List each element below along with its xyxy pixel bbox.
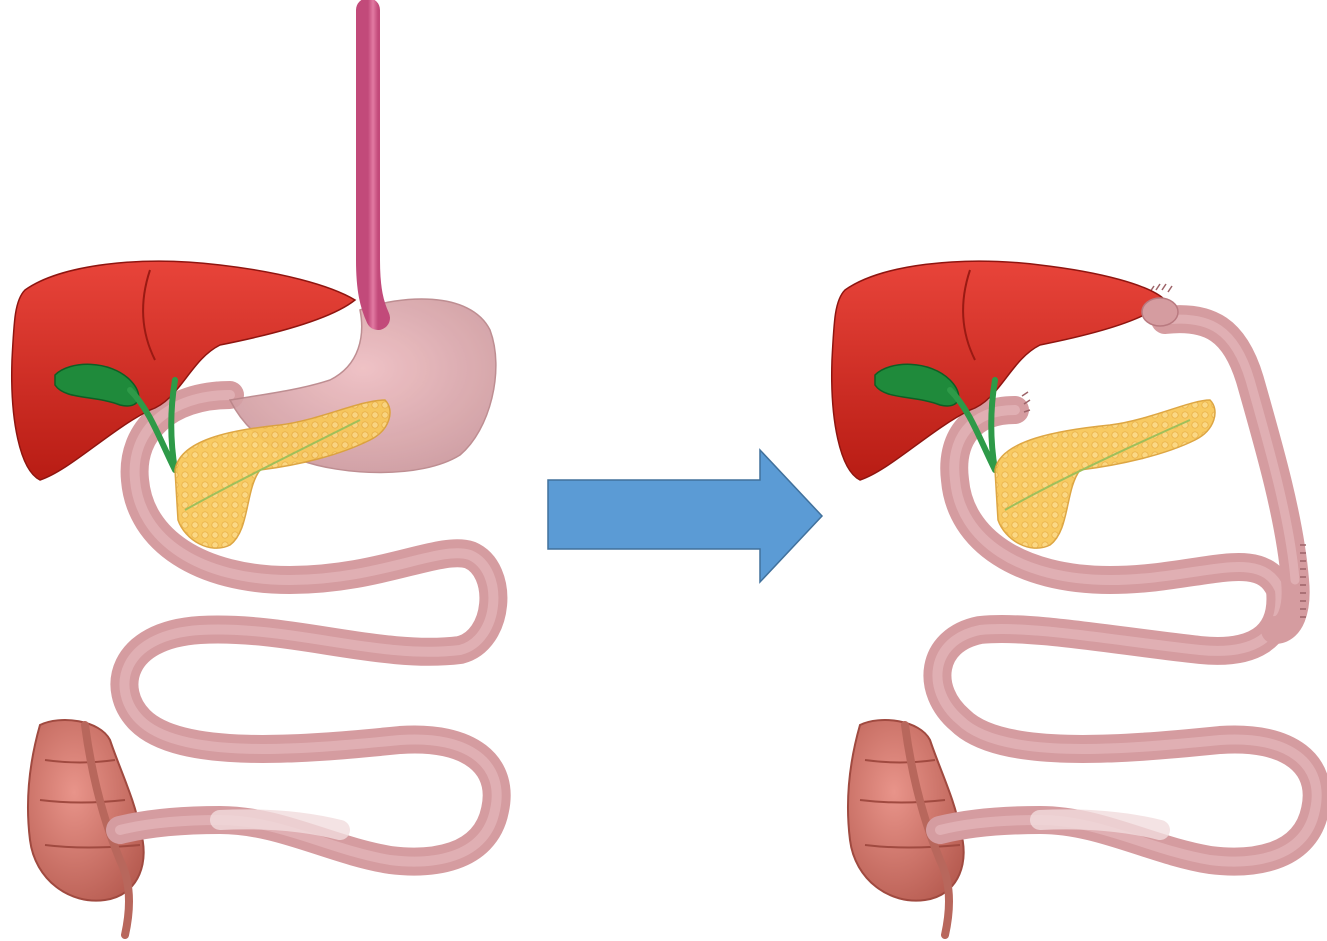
panel-before (12, 10, 497, 935)
esophagus-before (368, 10, 378, 318)
esophagojejunal-junction (1142, 298, 1178, 326)
transition-arrow (548, 450, 822, 582)
pancreas-after (995, 400, 1215, 548)
panel-after (832, 10, 1317, 935)
